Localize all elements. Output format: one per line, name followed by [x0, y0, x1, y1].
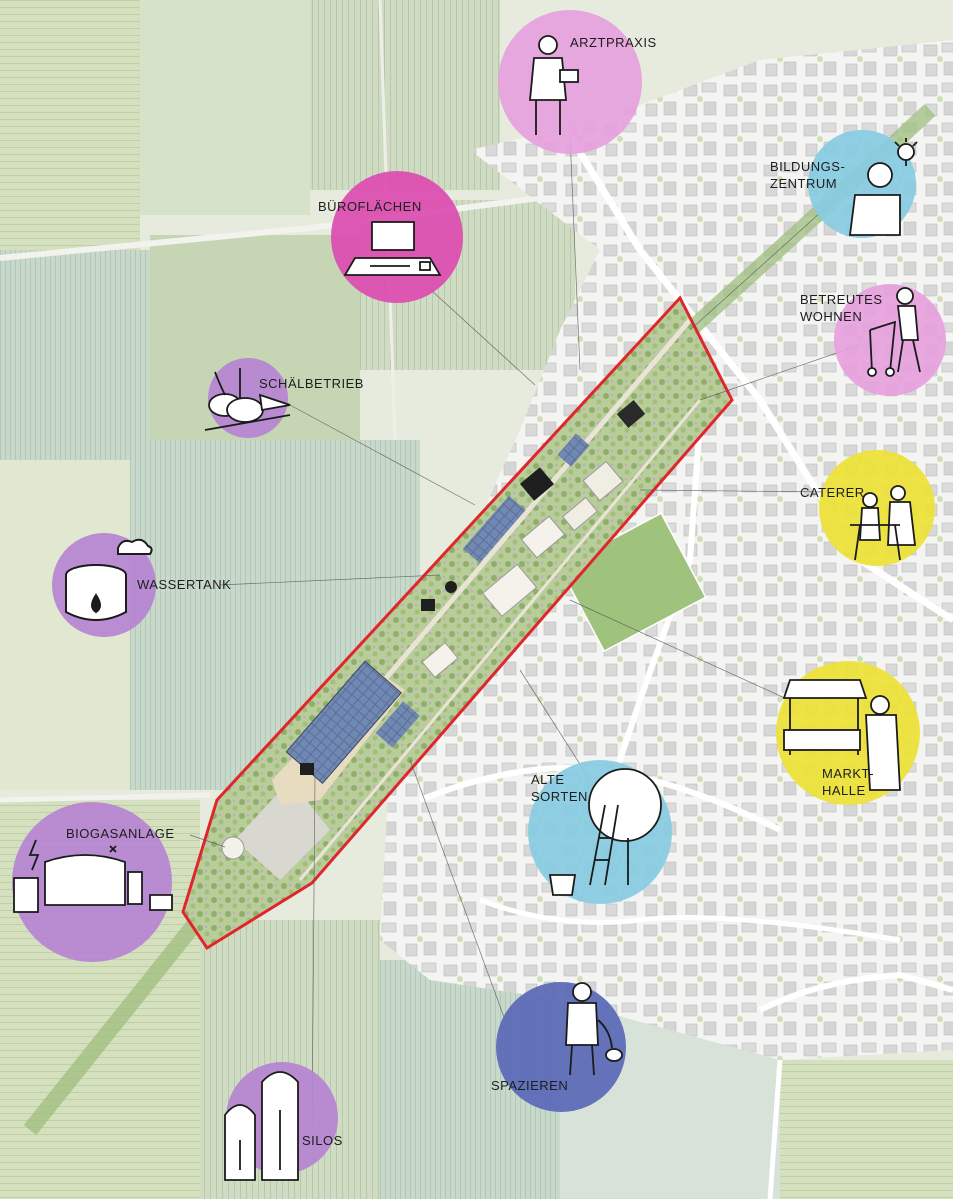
people-at-table-icon	[850, 485, 917, 561]
label-markthalle: MARKT-HALLE	[822, 766, 875, 798]
label-bueroflaechen: BÜROFLÄCHEN	[318, 199, 422, 214]
label-arztpraxis: ARZTPRAXIS	[570, 35, 657, 50]
walker-person-icon	[867, 287, 921, 377]
water-tank-icon	[65, 538, 153, 621]
vegetables-icon	[204, 368, 291, 431]
walker-with-dog-icon	[565, 982, 623, 1076]
computer-desk-icon	[343, 221, 442, 276]
label-biogasanlage: BIOGASANLAGE	[66, 826, 175, 841]
doctor-icon	[529, 35, 579, 135]
label-schaelbetrieb: SCHÄLBETRIEB	[259, 376, 364, 391]
label-silos: SILOS	[302, 1133, 343, 1148]
biogas-plant-icon	[13, 839, 173, 913]
label-spazieren: SPAZIEREN	[491, 1078, 569, 1093]
label-wassertank: WASSERTANK	[137, 577, 232, 592]
thinker-lightbulb-icon	[848, 138, 918, 236]
market-stall-icon	[782, 679, 901, 791]
apple-tree-ladder-icon	[548, 768, 662, 896]
label-caterer: CATERER	[800, 485, 865, 500]
poi-betreutes-wohnen-circle	[834, 284, 946, 396]
silos-icon	[224, 1071, 299, 1181]
label-bildungszentrum: BILDUNGS-ZENTRUM	[770, 159, 846, 191]
